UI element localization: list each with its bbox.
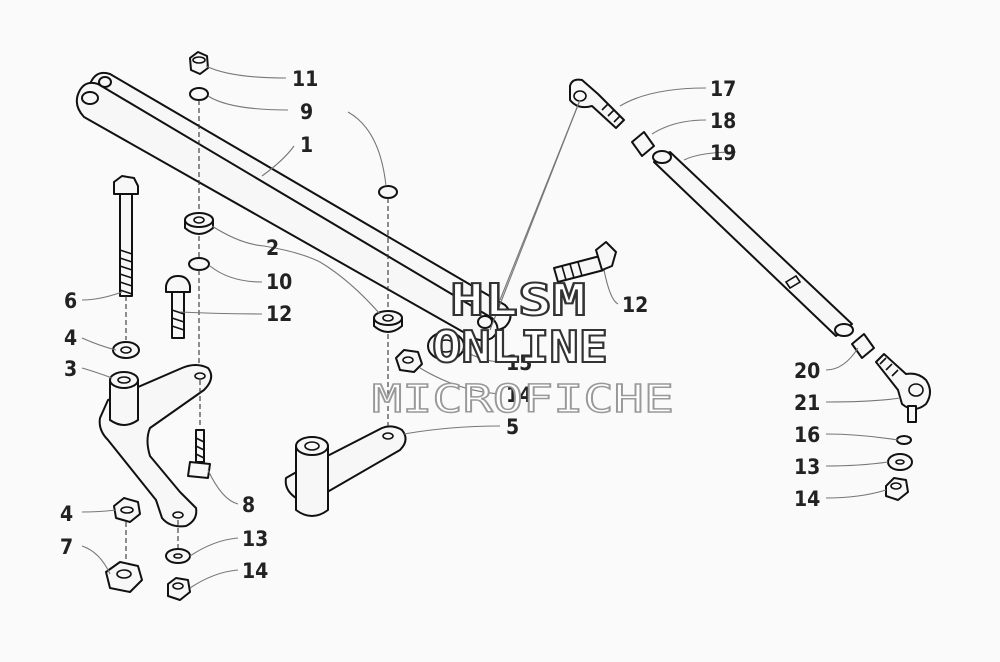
bolt-12-right [553,241,617,283]
washer-9-right [378,185,398,199]
watermark-line-3: MICROFICHE [372,377,674,421]
leader-lines [81,65,901,589]
callout-16: 16 [794,423,820,447]
bushing-2-right [373,310,403,333]
callout-9: 9 [300,100,313,124]
callout-10: 10 [266,270,292,294]
callout-13-right: 13 [794,455,820,479]
jam-nut-20 [851,333,875,359]
spacer-15 [427,331,465,361]
callout-13-left: 13 [242,527,268,551]
callout-15: 15 [506,351,532,375]
callout-14-center: 14 [506,383,532,407]
nut-14-center [395,349,423,373]
nut-7 [105,561,143,593]
callout-8: 8 [242,493,255,517]
steering-arm-5 [284,425,407,517]
callout-5: 5 [506,415,519,439]
washer-13-left [165,548,191,564]
rod-end-17 [569,78,625,129]
bolt-12-left [165,275,191,339]
callout-7: 7 [60,535,73,559]
callout-12-right: 12 [622,293,648,317]
callout-4-upper: 4 [64,326,77,350]
nut-4-lower [113,497,141,523]
callout-2: 2 [266,236,279,260]
callout-1: 1 [300,133,313,157]
callout-6: 6 [64,289,77,313]
jam-nut-18 [631,131,655,157]
washer-13-right [887,453,913,471]
nut-14-right [885,477,909,501]
bolt-8 [187,429,211,479]
callout-14-left: 14 [242,559,268,583]
callout-18: 18 [710,109,736,133]
link-arm [75,71,512,342]
rod-end-21 [875,353,931,423]
callout-14-right: 14 [794,487,820,511]
callout-11: 11 [292,67,318,91]
washer-16 [896,435,912,445]
watermark-line-1: HLSM [450,275,586,326]
callout-19: 19 [710,141,736,165]
callout-3: 3 [64,357,77,381]
callout-17: 17 [710,77,736,101]
washer-10 [188,257,210,271]
bushing-2-left [184,212,214,235]
nut-14-left [167,577,191,601]
bracket-3 [98,364,213,528]
callout-labels: 11 9 1 2 10 12 6 4 3 8 13 14 4 7 5 15 14… [60,67,820,583]
callout-20: 20 [794,359,820,383]
watermark: HLSM ONLINE MICROFICHE [371,274,675,422]
callout-21: 21 [794,391,820,415]
washer-9-left [189,87,209,101]
watermark-line-2: ONLINE [432,322,608,373]
bolt-6 [113,175,139,297]
callout-12-left: 12 [266,302,292,326]
tie-rod-tube-19 [652,150,854,337]
washer-4-upper [112,341,140,359]
nut-11 [189,51,209,75]
callout-4-lower: 4 [60,502,73,526]
